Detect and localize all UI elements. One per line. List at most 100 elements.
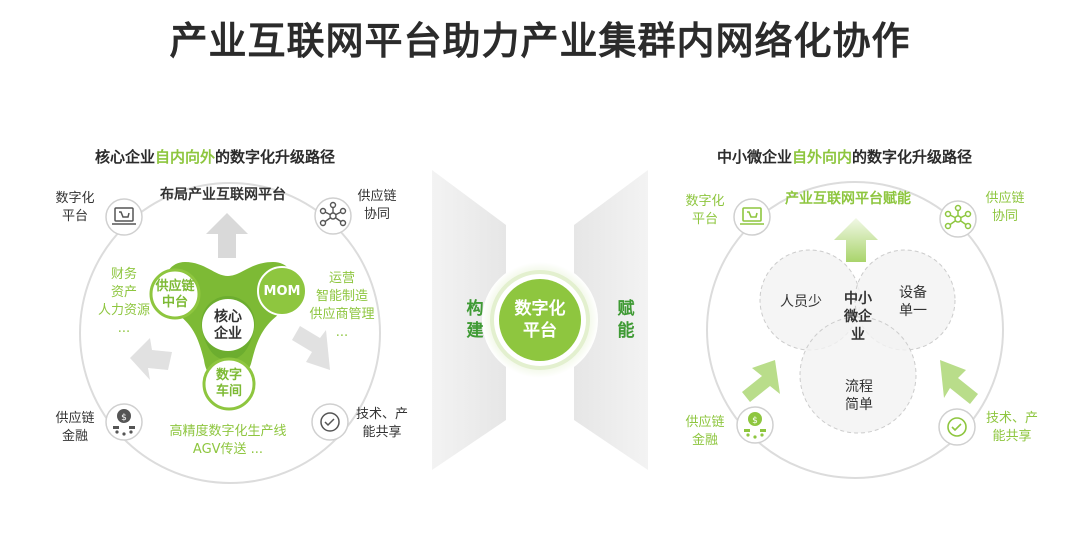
left-corner-finance: 供应链 金融 — [52, 410, 98, 446]
venn-label-simple-process-line1: 流程 — [845, 379, 873, 395]
build-label-char: 建 — [466, 321, 484, 341]
empower-label-char: 能 — [617, 321, 635, 341]
core-center-disc — [202, 299, 254, 351]
bottom-list-item: 高精度数字化生产线 — [169, 424, 287, 439]
left-top-label: 布局产业互联网平台 — [160, 187, 286, 203]
left-corner-finance-line2: 金融 — [61, 429, 88, 444]
coin-hand-icon: $ — [744, 412, 766, 439]
venn-label-simple-process: 流程 简单 — [836, 378, 882, 414]
empower-label-char: 赋 — [617, 299, 635, 319]
left-list-item: 人力资源 — [97, 303, 150, 318]
right-list-item: 供应商管理 — [309, 307, 375, 322]
empower-label: 赋 能 — [616, 298, 636, 342]
right-corner-finance-line2: 金融 — [691, 433, 718, 448]
venn-label-few-staff: 人员少 — [780, 294, 822, 310]
venn-label-single-equipment-line1: 设备 — [899, 285, 927, 301]
right-subtitle-highlight: 自外向内 — [792, 148, 853, 166]
bottom-list-item: AGV传送 ... — [192, 442, 264, 457]
right-function-list: 运营 智能制造 供应商管理 ... — [304, 270, 380, 342]
left-down-left-arrow — [130, 338, 172, 380]
venn-label-single-equipment: 设备 单一 — [890, 284, 936, 320]
left-list-item: ... — [117, 321, 131, 336]
left-corner-platform-line1: 数字化 — [55, 191, 95, 206]
left-subtitle-highlight: 自内向外 — [155, 148, 216, 166]
right-down-arrow — [834, 218, 878, 262]
check-badge-icon — [320, 412, 340, 432]
left-up-arrow — [206, 213, 248, 258]
left-corner-finance-line1: 供应链 — [55, 411, 95, 426]
right-corner-collab-line1: 供应链 — [985, 191, 1025, 206]
right-corner-sharing-line2: 能共享 — [992, 429, 1032, 444]
right-subtitle: 中小微企业自外向内的数字化升级路径 — [717, 146, 972, 167]
network-nodes-icon — [944, 204, 972, 230]
venn-center-line2: 微企 — [844, 309, 872, 325]
right-subtitle-pre: 中小微企业 — [717, 148, 793, 166]
right-top-label: 产业互联网平台赋能 — [785, 191, 911, 207]
right-list-item: 运营 — [328, 271, 355, 286]
build-label-char: 构 — [466, 299, 484, 319]
svg-text:$: $ — [752, 416, 758, 426]
node-digital-workshop-label: 数字 车间 — [207, 368, 251, 400]
svg-text:$: $ — [121, 413, 127, 423]
left-corner-collab-line2: 协同 — [363, 207, 390, 222]
node-supply-chain-hub-label: 供应链 中台 — [153, 279, 197, 311]
right-up-right-arrow — [940, 360, 978, 404]
right-corner-collab-line2: 协同 — [991, 209, 1018, 224]
hub-core — [499, 279, 581, 361]
middle-right-fan — [574, 170, 648, 470]
left-corner-sharing: 技术、产 能共享 — [354, 406, 410, 442]
left-subtitle-pre: 核心企业 — [95, 148, 156, 166]
left-corner-platform-line2: 平台 — [61, 209, 88, 224]
middle-left-fan — [432, 170, 506, 470]
right-corner-platform-line1: 数字化 — [685, 194, 725, 209]
venn-label-single-equipment-line2: 单一 — [899, 303, 927, 319]
node-digital-workshop-line2: 车间 — [215, 384, 242, 399]
core-enterprise-label: 核心 企业 — [206, 309, 250, 343]
node-mom-label: MOM — [263, 284, 301, 299]
right-corner-platform: 数字化 平台 — [682, 193, 728, 229]
left-down-right-arrow — [292, 326, 330, 370]
right-corner-sharing: 技术、产 能共享 — [984, 410, 1040, 446]
left-subtitle-post: 的数字化升级路径 — [215, 148, 336, 166]
laptop-cart-icon — [112, 207, 136, 225]
hub-label: 数字化 平台 — [505, 298, 575, 342]
left-list-item: 资产 — [110, 285, 137, 300]
venn-circle-bottom — [799, 316, 917, 434]
left-corner-sharing-line1: 技术、产 — [355, 407, 408, 422]
right-corner-sharing-line1: 技术、产 — [985, 411, 1038, 426]
node-digital-workshop — [202, 357, 256, 411]
left-corner-collab: 供应链 协同 — [354, 188, 400, 224]
laptop-cart-icon — [740, 207, 764, 225]
build-label: 构 建 — [465, 298, 485, 342]
right-list-item: ... — [335, 325, 349, 340]
right-corner-platform-line2: 平台 — [691, 212, 718, 227]
network-nodes-icon — [319, 201, 347, 227]
core-enterprise-line1: 核心 — [214, 309, 242, 325]
node-supply-chain-hub-line2: 中台 — [161, 295, 188, 310]
node-supply-chain-hub-line1: 供应链 — [155, 279, 195, 294]
right-corner-collab: 供应链 协同 — [982, 190, 1028, 226]
left-corner-sharing-line2: 能共享 — [362, 425, 402, 440]
left-list-item: 财务 — [110, 267, 137, 282]
node-mom — [257, 266, 307, 316]
coin-hand-icon: $ — [113, 409, 135, 436]
right-corner-finance-line1: 供应链 — [685, 415, 725, 430]
venn-center-line3: 业 — [851, 327, 865, 343]
core-enterprise-line2: 企业 — [214, 326, 242, 342]
left-corner-platform: 数字化 平台 — [52, 190, 98, 226]
right-outer-circle — [706, 181, 1004, 479]
left-outer-circle — [79, 182, 381, 484]
node-digital-workshop-line1: 数字 — [215, 368, 242, 383]
venn-center-sme-label: 中小 微企 业 — [835, 290, 881, 344]
right-list-item: 智能制造 — [315, 289, 368, 304]
hub-label-line1: 数字化 — [514, 299, 566, 319]
right-up-left-arrow — [742, 360, 780, 402]
right-corner-finance: 供应链 金融 — [682, 414, 728, 450]
left-corner-collab-line1: 供应链 — [357, 189, 397, 204]
venn-center-line1: 中小 — [844, 291, 872, 307]
page-title: 产业互联网平台助力产业集群内网络化协作 — [169, 19, 911, 63]
check-badge-icon — [947, 417, 967, 437]
right-subtitle-post: 的数字化升级路径 — [852, 148, 973, 166]
hub-label-line2: 平台 — [523, 321, 557, 341]
